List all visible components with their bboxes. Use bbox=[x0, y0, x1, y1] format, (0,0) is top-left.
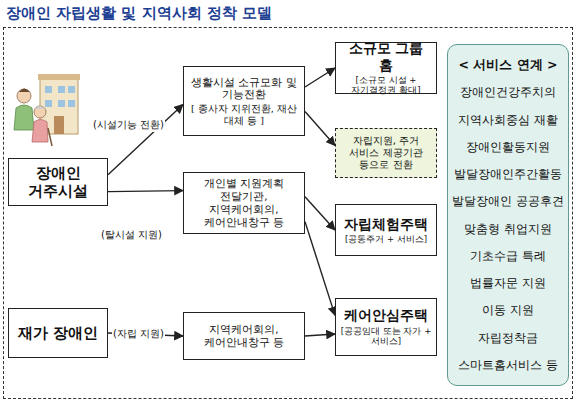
process-box: 지역케어회의, 케어안내창구 등 bbox=[183, 312, 305, 360]
diagram-title: 장애인 자립생활 및 지역사회 정착 모델 bbox=[6, 4, 272, 23]
process-box: 소규모 그룹 홈[소규모 시설 + 자기결정권 확대] bbox=[335, 42, 437, 94]
node-subtext: 장애인건강주치의 bbox=[460, 85, 556, 100]
node-text: 자립지원, 주거 서비스 제공기관 등으로 전환 bbox=[340, 135, 432, 172]
node-subtext: 법률자문 지원 bbox=[470, 276, 546, 291]
connector-arrow bbox=[305, 334, 335, 336]
process-box: 자립지원, 주거 서비스 제공기관 등으로 전환 bbox=[335, 128, 437, 178]
node-text: 재가 장애인 bbox=[18, 324, 98, 342]
process-box: 자립체험주택 [공동주거 + 서비스] bbox=[335, 204, 437, 256]
node-text: 케어안심주택 bbox=[344, 307, 428, 323]
node-text: 지역케어회의, 케어안내창구 등 bbox=[188, 323, 300, 349]
node-subtext: 자립정착금 bbox=[478, 331, 538, 346]
connector-arrow bbox=[305, 222, 335, 316]
node-subtext: [ 종사자 지위전환, 재산 대체 등 ] bbox=[188, 103, 300, 126]
node-subtext: 발달장애인주간활동 bbox=[454, 167, 562, 182]
connector-arrow bbox=[305, 68, 335, 87]
process-box: 생활시설 소규모화 및 기능전환[ 종사자 지위전환, 재산 대체 등 ] bbox=[183, 66, 305, 136]
process-box: 재가 장애인 bbox=[8, 308, 108, 358]
connector-arrow bbox=[108, 105, 183, 175]
node-subtext: 발달장애인 공공후견 bbox=[452, 194, 564, 209]
node-subtext: 장애인활동지원 bbox=[466, 140, 550, 155]
connector-arrow bbox=[108, 191, 183, 192]
connector-arrow bbox=[305, 197, 335, 230]
node-subtext: 이동 지원 bbox=[482, 303, 534, 318]
process-box: 케어안심주택 [공공임대 또는 자가 + 서비스] bbox=[335, 298, 437, 356]
node-text: 개인별 지원계획 전달기관, 지역케어회의, 케어안내창구 등 bbox=[188, 177, 300, 228]
node-subtext: 지역사회중심 재활 bbox=[458, 113, 558, 128]
node-text: 소규모 그룹 홈 bbox=[340, 40, 432, 73]
edge-label: (탈시설 지원) bbox=[100, 228, 163, 242]
care-illustration bbox=[10, 70, 82, 150]
node-subtext: [공동주거 + 서비스] bbox=[345, 234, 427, 244]
node-subtext: [소규모 시설 + 자기결정권 확대] bbox=[340, 75, 432, 96]
node-text: < 서비스 연계 > bbox=[458, 57, 557, 72]
connector-arrow bbox=[305, 112, 335, 146]
node-subtext: 스마트홈서비스 등 bbox=[458, 358, 558, 373]
node-text: 생활시설 소규모화 및 기능전환 bbox=[188, 76, 300, 102]
node-subtext: 기초수급 특례 bbox=[470, 249, 546, 264]
node-text: 자립체험주택 bbox=[344, 216, 428, 232]
process-box: 장애인 거주시설 bbox=[8, 158, 108, 206]
node-subtext: 맞춤형 취업지원 bbox=[464, 222, 552, 237]
node-subtext: [공공임대 또는 자가 + 서비스] bbox=[340, 326, 432, 347]
node-text: 장애인 거주시설 bbox=[13, 164, 103, 201]
process-box: 개인별 지원계획 전달기관, 지역케어회의, 케어안내창구 등 bbox=[183, 172, 305, 234]
edge-label: (시설기능 전환) bbox=[92, 118, 165, 132]
service-box: < 서비스 연계 > 장애인건강주치의지역사회중심 재활장애인활동지원발달장애인주… bbox=[447, 44, 569, 386]
edge-label: (자립 지원) bbox=[112, 327, 165, 341]
